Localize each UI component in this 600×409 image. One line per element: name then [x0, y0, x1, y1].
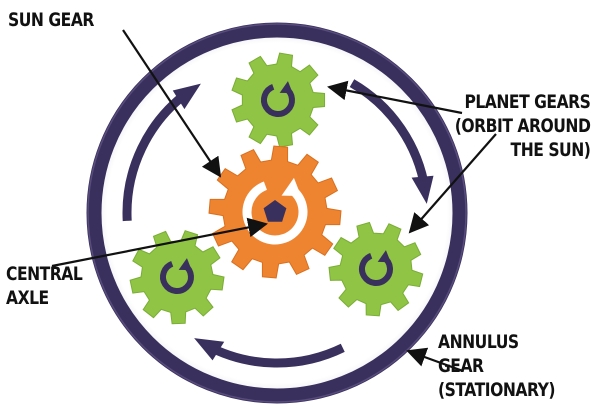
- planet-gears-label: PLANET GEARS (ORBIT AROUND THE SUN): [454, 90, 590, 162]
- annulus-gear-label-line-3: (STATIONARY): [438, 379, 556, 401]
- rotation-arc: [242, 181, 308, 245]
- sun-gear: [208, 145, 342, 279]
- central-axle-pointer: [51, 217, 268, 268]
- planet-gear-right: [328, 221, 424, 317]
- orbit-arrows: [122, 79, 434, 368]
- planet-gears-label-line-2: (ORBIT AROUND: [454, 115, 590, 137]
- rotation-arc: [359, 253, 393, 286]
- pentagon-icon: [263, 200, 287, 222]
- gear-icon: [129, 230, 225, 325]
- planet-gears-label-line-1: PLANET GEARS: [464, 91, 590, 113]
- planet-top-pointer: [327, 80, 463, 115]
- rotation-arrowhead: [377, 250, 391, 263]
- central-axle-label: CENTRAL AXLE: [6, 262, 83, 310]
- circular-arrow-icon: [160, 258, 194, 294]
- sun-gear-label: SUN GEAR: [8, 8, 94, 32]
- pointer-lines: [51, 29, 497, 373]
- annulus-gear-label: ANNULUS GEAR (STATIONARY): [438, 330, 556, 402]
- orbit-arrow-1: [122, 88, 192, 222]
- orbit-arrowhead-1: [172, 83, 201, 110]
- central-axle-label-line-1: CENTRAL: [6, 263, 83, 285]
- planet-right-pointer: [408, 133, 497, 234]
- orbit-arrowhead-2: [411, 175, 434, 204]
- rotation-arrowhead: [279, 81, 293, 94]
- annulus-gear-highlight: [87, 23, 467, 403]
- central-axle-label-line-2: AXLE: [6, 287, 49, 309]
- annulus-pointer: [406, 347, 464, 373]
- orbit-arrow-2: [349, 79, 430, 191]
- gear-icon: [231, 52, 326, 148]
- annulus-gear-label-line-1: ANNULUS: [438, 331, 519, 353]
- planet-gears-label-line-3: THE SUN): [510, 139, 590, 161]
- annulus-gear: [86, 22, 468, 404]
- annulus-gear-label-line-2: GEAR: [438, 355, 484, 377]
- planet-gear-top: [231, 52, 326, 148]
- sun-gear-pointer: [122, 29, 222, 178]
- orbit-arrowhead-3: [194, 338, 225, 361]
- rotation-arc: [261, 84, 295, 117]
- sun-gear-label-line: SUN GEAR: [8, 9, 94, 31]
- rotation-arrowhead: [178, 258, 192, 271]
- circular-arrow-icon: [261, 81, 295, 117]
- rotation-arrowhead: [281, 177, 302, 197]
- gear-icon: [328, 221, 424, 317]
- rotation-arc: [160, 261, 194, 294]
- planet-gear-left: [129, 230, 225, 325]
- circular-arrow-icon: [242, 177, 308, 245]
- circular-arrow-icon: [359, 250, 393, 286]
- orbit-arrow-3: [204, 341, 345, 368]
